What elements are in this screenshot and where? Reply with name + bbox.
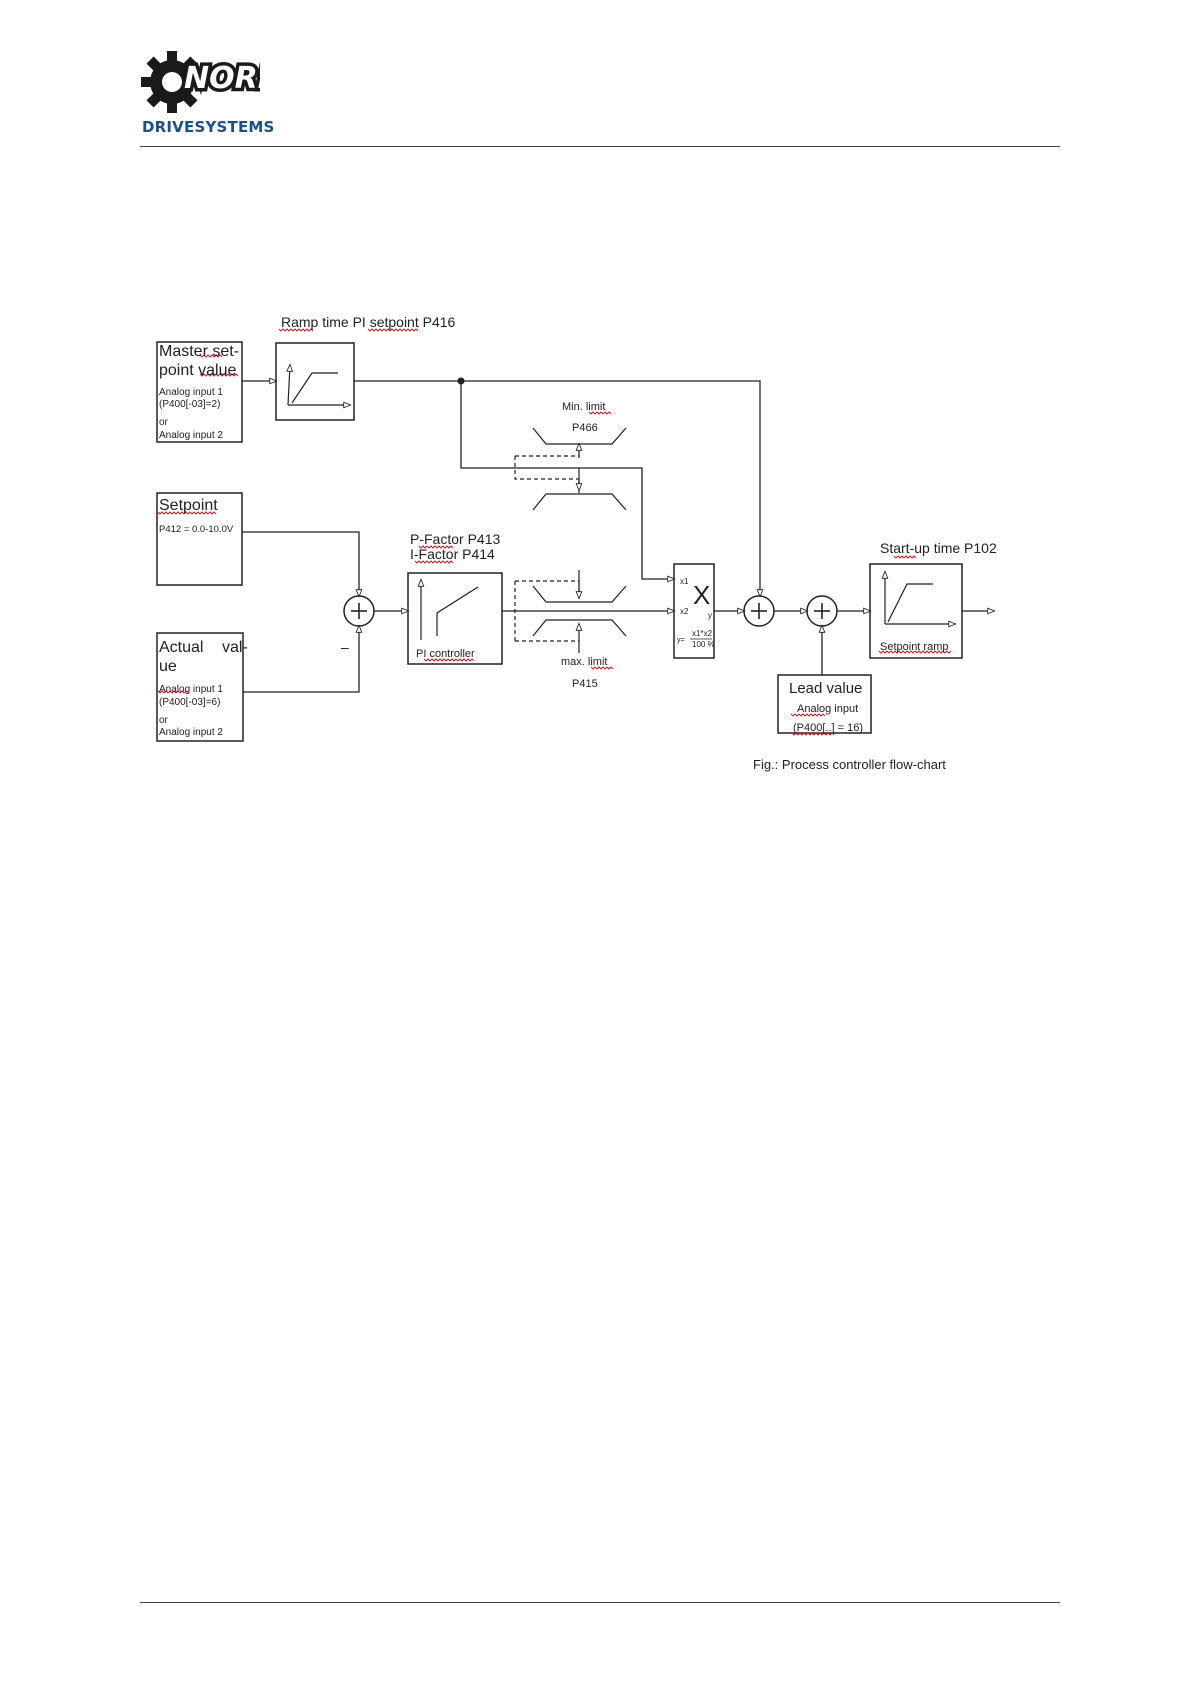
ramp-pi-label: Ramp time PI setpoint P416 [281,314,456,330]
minus-sign: – [341,639,349,655]
footer-rule [140,1602,1060,1603]
gear-icon [141,51,203,113]
max-limit-label: max. limit [561,656,607,668]
actual-value-block [156,632,244,742]
line-ramp-to-sum [354,380,760,596]
line-setpoint-to-sum [242,531,359,596]
line-actual-to-sum [243,626,359,693]
ramp-pi-graph [288,365,350,405]
setpoint-sub: P412 = 0.0-10.0V [159,524,234,535]
actual-title-1: Actual [159,639,203,656]
p-factor-label: P-Factor P413 [410,531,500,547]
line-ramp-to-x1 [460,381,674,579]
figure-caption: Fig.: Process controller flow-chart [753,757,946,772]
multiplier-x1: x1 [680,577,689,586]
setpoint-block [156,492,243,586]
actual-sub-2: (P400[-03]=6) [159,697,220,708]
master-setpoint-block [156,341,243,443]
multiplier-x2: x2 [680,607,689,616]
actual-title-1b: val- [222,639,248,656]
i-factor-label: I-Factor P414 [410,546,495,562]
ramp-pi-block [275,342,355,421]
pi-controller-graph [421,580,479,640]
master-title-1: Master set- [159,343,239,360]
formula-den: 100 % [692,640,715,649]
min-limit-label: Min. limit [562,401,605,413]
formula-lhs: y= [677,637,685,644]
master-title-2: point value [159,362,236,379]
actual-sub-1: Analog input 1 [159,684,223,695]
startup-time-label: Start-up time P102 [880,540,997,556]
max-limit-param: P415 [572,678,598,690]
multiplier-symbol: X [693,580,710,610]
actual-sub-3: or [159,715,169,726]
setpoint-title: Setpoint [159,497,218,514]
setpoint-ramp-graph [885,572,955,624]
spell-underlines [157,328,952,736]
actual-title-2: ue [159,658,177,675]
brand-name: DRIVESYSTEMS [142,118,275,136]
max-limit-symbol [514,570,627,653]
lead-value-sub2: (P400[..] = 16) [793,722,863,734]
pi-caption: PI controller [416,648,475,660]
master-sub-2: (P400[-03]=2) [159,399,220,410]
setpoint-ramp-caption: Setpoint ramp [880,641,948,653]
lead-value-sub1: Analog input [797,703,858,715]
formula-num: x1*x2 [692,629,713,638]
master-sub-1: Analog input 1 [159,387,223,398]
pi-controller-block [407,572,503,665]
min-limit-param: P466 [572,422,598,434]
master-sub-3: or [159,417,169,428]
multiplier-y: y [708,611,712,620]
master-sub-4: Analog input 2 [159,430,223,441]
min-limit-symbol [514,427,627,511]
actual-sub-4: Analog input 2 [159,727,223,738]
header-rule [140,146,1060,147]
junction-dot [457,377,465,385]
lead-value-title: Lead value [789,680,862,697]
